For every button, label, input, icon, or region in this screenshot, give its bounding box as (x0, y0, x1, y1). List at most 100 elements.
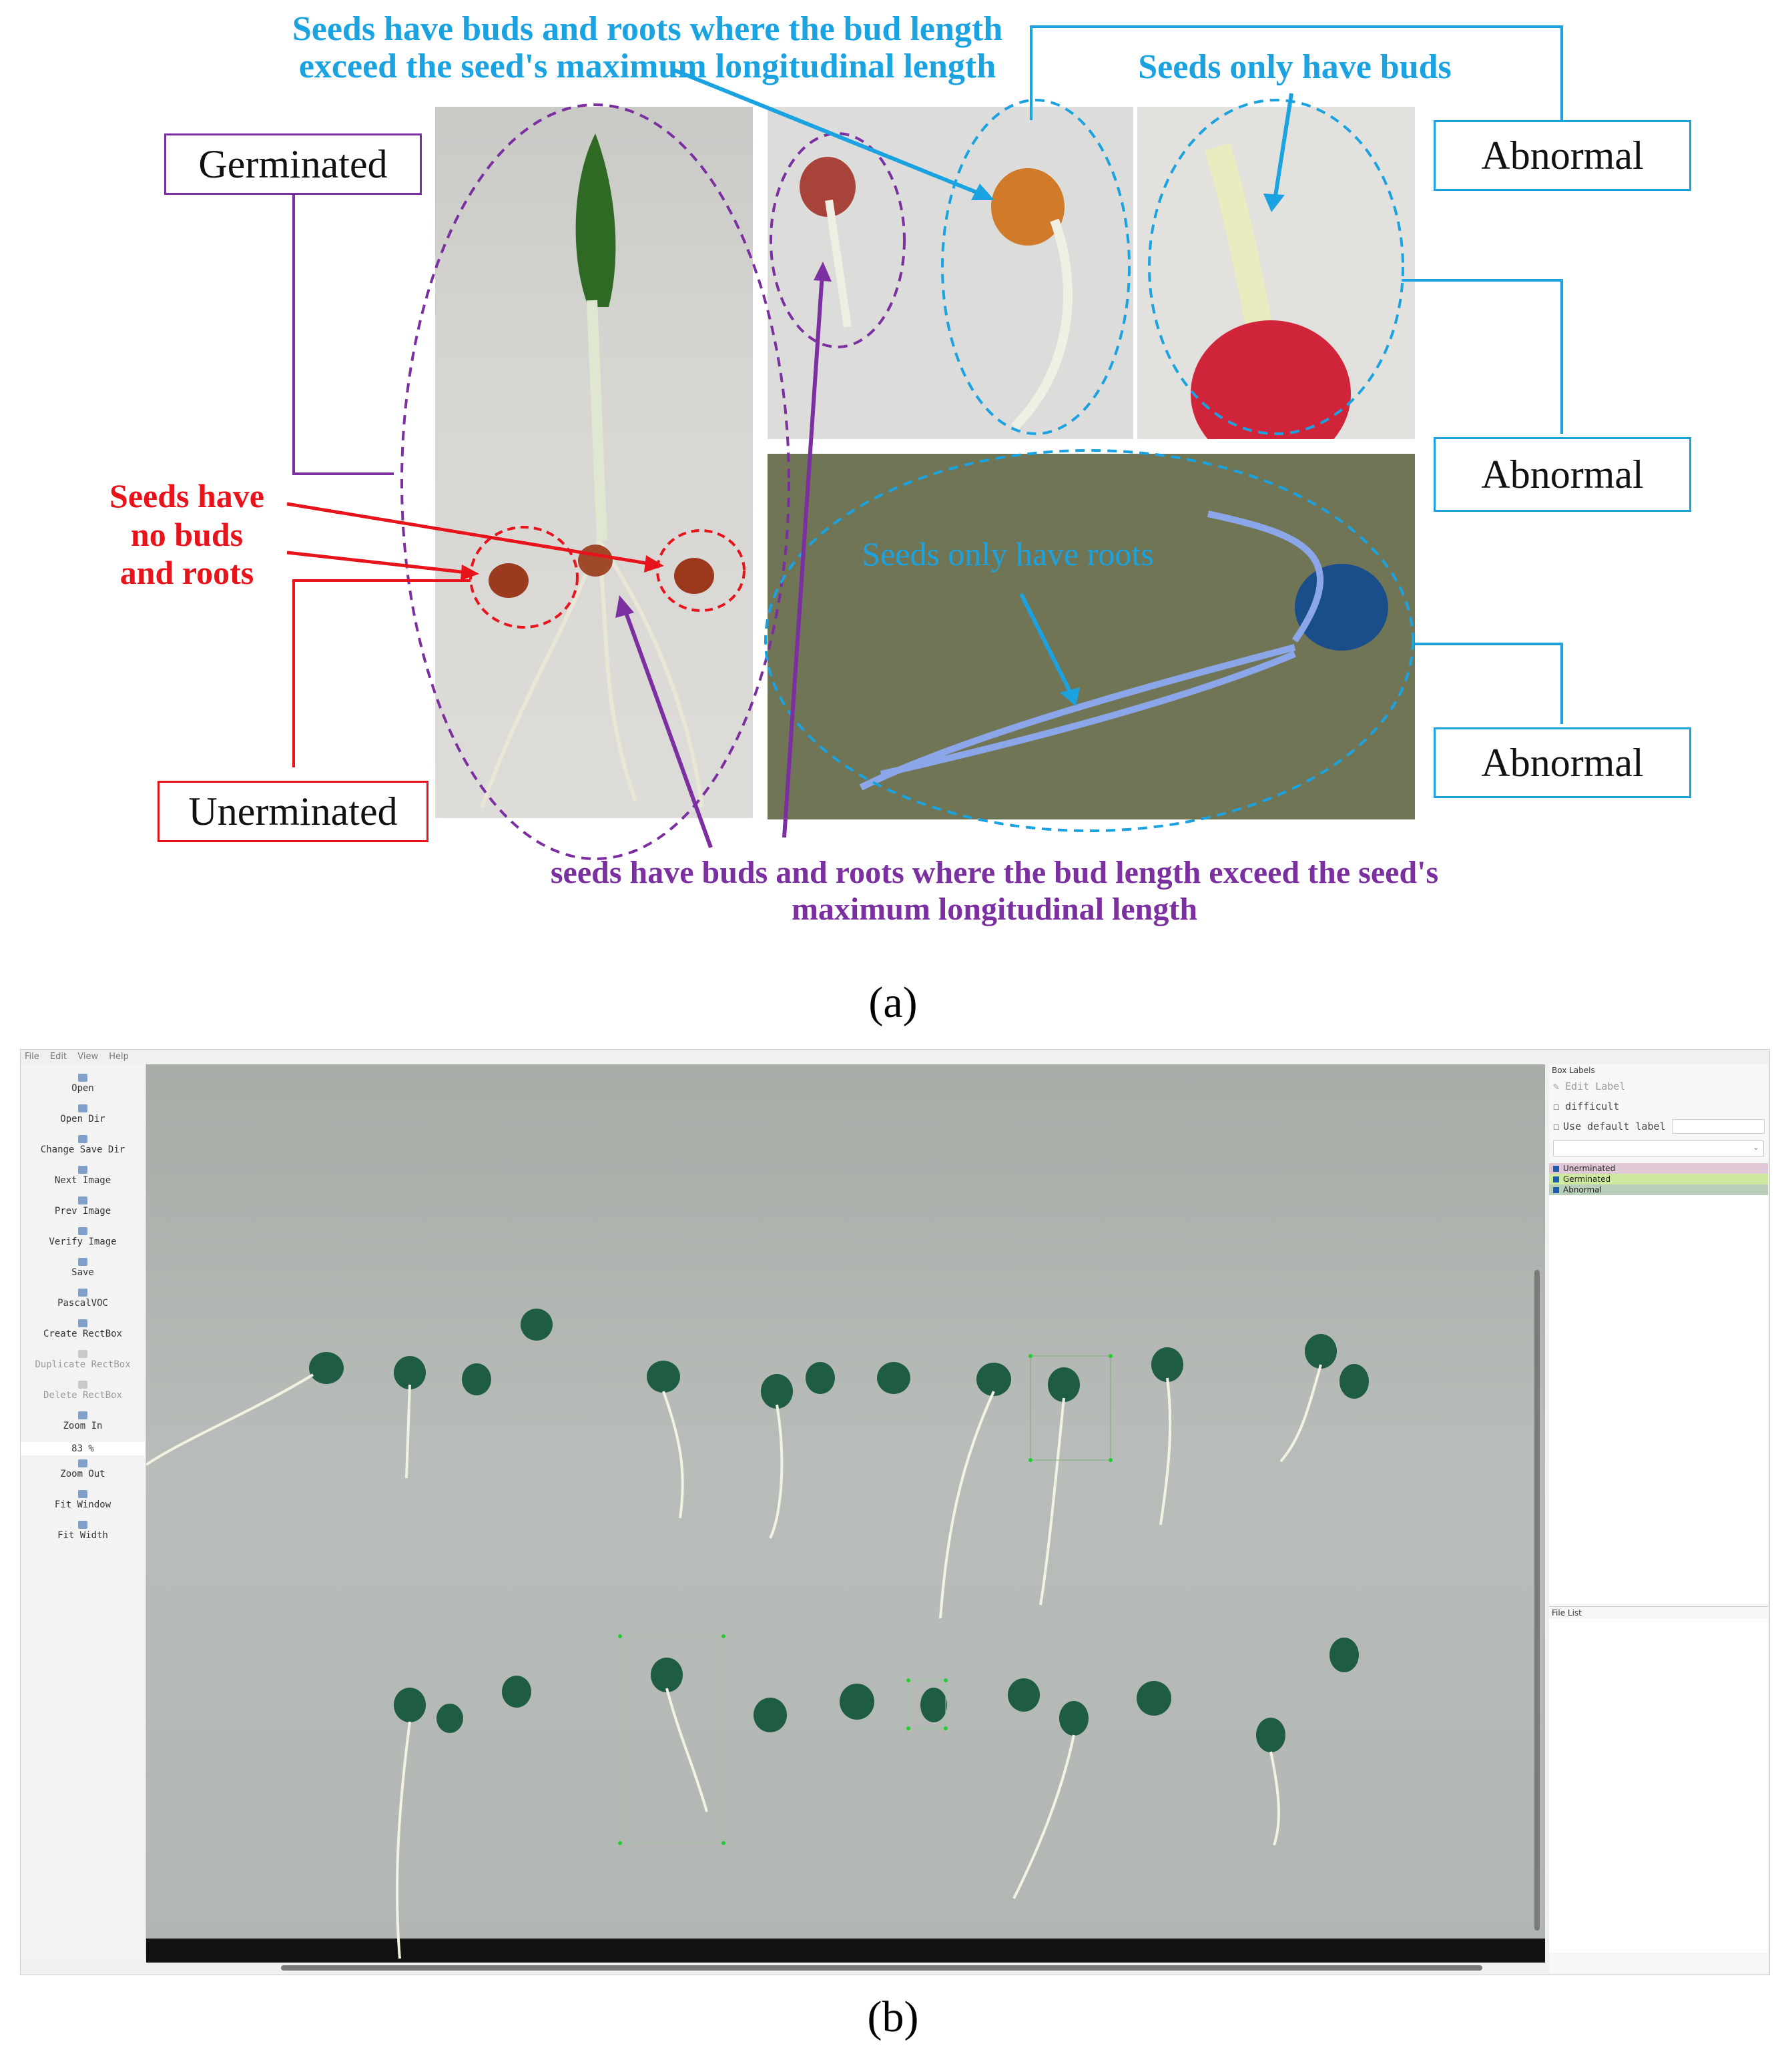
menu-help[interactable]: Help (109, 1052, 129, 1062)
open-button[interactable]: Open (21, 1074, 145, 1102)
note-red-line2: no buds (130, 515, 244, 553)
verify-icon (78, 1227, 87, 1235)
change-save-dir-icon (78, 1135, 87, 1143)
edit-label-text: Edit Label (1565, 1080, 1626, 1092)
vertical-scrollbar[interactable] (1534, 1270, 1540, 1931)
create-rectbox-button[interactable]: Create RectBox (21, 1319, 145, 1347)
fit-width-label: Fit Width (57, 1530, 108, 1541)
zoom-in-button[interactable]: Zoom In (21, 1411, 145, 1439)
label-item-text: Unerminated (1563, 1164, 1616, 1173)
use-default-label-text: Use default label (1563, 1120, 1666, 1132)
delete-rect-icon (78, 1381, 87, 1389)
difficult-label: difficult (1565, 1100, 1620, 1112)
menu-edit[interactable]: Edit (49, 1052, 67, 1062)
zoom-out-button[interactable]: Zoom Out (21, 1459, 145, 1487)
horizontal-scrollbar[interactable] (281, 1965, 1482, 1971)
fit-window-button[interactable]: Fit Window (21, 1490, 145, 1518)
zoom-out-label: Zoom Out (60, 1469, 105, 1479)
prev-image-button[interactable]: Prev Image (21, 1196, 145, 1225)
caption-b: (b) (867, 1993, 919, 2041)
verify-image-label: Verify Image (49, 1237, 117, 1247)
prev-image-icon (78, 1196, 87, 1204)
seedling-illustration (480, 133, 714, 808)
caption-a: (a) (868, 978, 918, 1027)
tool-bar: Open Open Dir Change Save Dir Next Image… (21, 1064, 145, 1959)
save-label: Save (71, 1267, 94, 1278)
note-no-buds-roots: Seeds have no buds and roots (80, 477, 294, 593)
seed-image (146, 1309, 1545, 1963)
note-buds-only: Seeds only have buds (1138, 48, 1452, 86)
save-button[interactable]: Save (21, 1258, 145, 1286)
edit-label-button[interactable]: ✎ Edit Label (1549, 1076, 1768, 1096)
zoom-in-label: Zoom In (63, 1421, 103, 1431)
chevron-down-icon: ⌄ (1752, 1142, 1759, 1152)
label-item-text: Germinated (1563, 1174, 1611, 1184)
zoom-in-icon (78, 1411, 87, 1419)
label-unerminated: Unerminated (158, 781, 428, 842)
menu-view[interactable]: View (77, 1052, 99, 1062)
zoom-value-field[interactable]: 83 % (21, 1442, 145, 1455)
checkbox-icon: ☐ (1553, 1120, 1560, 1132)
note-red-line3: and roots (119, 554, 254, 591)
save-icon (78, 1258, 87, 1266)
change-save-dir-button[interactable]: Change Save Dir (21, 1135, 145, 1163)
checkbox-icon: ☐ (1553, 1100, 1560, 1112)
image-canvas[interactable] (146, 1064, 1545, 1963)
default-label-input[interactable] (1672, 1119, 1765, 1134)
label-color-icon (1553, 1187, 1559, 1193)
open-dir-label: Open Dir (60, 1114, 105, 1124)
duplicate-rect-icon (78, 1350, 87, 1358)
file-list-title: File List (1549, 1606, 1768, 1619)
label-item-germinated[interactable]: Germinated (1549, 1174, 1768, 1184)
note-top-cyan: Seeds have buds and roots where the bud … (200, 12, 1095, 84)
label-germinated: Germinated (164, 133, 422, 195)
verify-image-button[interactable]: Verify Image (21, 1227, 145, 1255)
photo-germinated-seedling (435, 107, 753, 818)
label-color-icon (1553, 1176, 1559, 1182)
edit-label-icon: ✎ (1553, 1080, 1560, 1092)
open-label: Open (71, 1083, 94, 1094)
format-button[interactable]: PascalVOC (21, 1289, 145, 1317)
note-bottom-purple: seeds have buds and roots where the bud … (427, 854, 1562, 928)
photo-abnormal-buds-only (1137, 107, 1415, 439)
create-rect-icon (78, 1319, 87, 1327)
note-bottom-purple-line2: maximum longitudinal length (791, 892, 1198, 928)
create-rectbox-label: Create RectBox (43, 1329, 122, 1339)
format-label: PascalVOC (57, 1298, 108, 1309)
label-abnormal-bottom: Abnormal (1434, 727, 1691, 798)
menu-file[interactable]: File (25, 1052, 39, 1062)
next-image-label: Next Image (54, 1175, 111, 1186)
open-dir-button[interactable]: Open Dir (21, 1104, 145, 1132)
fit-width-button[interactable]: Fit Width (21, 1521, 145, 1549)
delete-rectbox-label: Delete RectBox (43, 1390, 122, 1401)
label-list: Unerminated Germinated Abnormal (1549, 1163, 1768, 1604)
file-list[interactable] (1549, 1619, 1768, 1953)
use-default-label-checkbox[interactable]: ☐ Use default label (1549, 1116, 1768, 1136)
change-save-dir-label: Change Save Dir (40, 1144, 125, 1155)
note-top-cyan-line1: Seeds have buds and roots where the bud … (292, 10, 1003, 48)
label-item-abnormal[interactable]: Abnormal (1549, 1184, 1768, 1195)
labelimg-window: File Edit View Help Open Open Dir Change… (20, 1049, 1770, 1975)
label-color-icon (1553, 1166, 1559, 1172)
duplicate-rectbox-button[interactable]: Duplicate RectBox (21, 1350, 145, 1378)
next-image-icon (78, 1166, 87, 1174)
note-roots-only: Seeds only have roots (862, 535, 1154, 573)
fit-width-icon (78, 1521, 87, 1529)
label-combobox[interactable]: ⌄ (1553, 1140, 1764, 1156)
open-icon (78, 1074, 87, 1082)
photo-abnormal-buds-roots (768, 107, 1133, 439)
label-abnormal-middle: Abnormal (1434, 437, 1691, 512)
delete-rectbox-button[interactable]: Delete RectBox (21, 1381, 145, 1409)
right-dock: Box Labels ✎ Edit Label ☐ difficult ☐ Us… (1549, 1064, 1768, 1973)
photo-abnormal-roots-only (768, 454, 1415, 819)
box-labels-title: Box Labels (1552, 1066, 1595, 1075)
next-image-button[interactable]: Next Image (21, 1166, 145, 1194)
note-red-line1: Seeds have (109, 477, 264, 514)
annotation-overlay (286, 25, 1563, 860)
difficult-checkbox[interactable]: ☐ difficult (1549, 1096, 1768, 1116)
open-dir-icon (78, 1104, 87, 1112)
format-icon (78, 1289, 87, 1297)
duplicate-rectbox-label: Duplicate RectBox (35, 1359, 131, 1370)
label-item-unerminated[interactable]: Unerminated (1549, 1163, 1768, 1174)
note-top-cyan-line2: exceed the seed's maximum longitudinal l… (298, 47, 996, 85)
